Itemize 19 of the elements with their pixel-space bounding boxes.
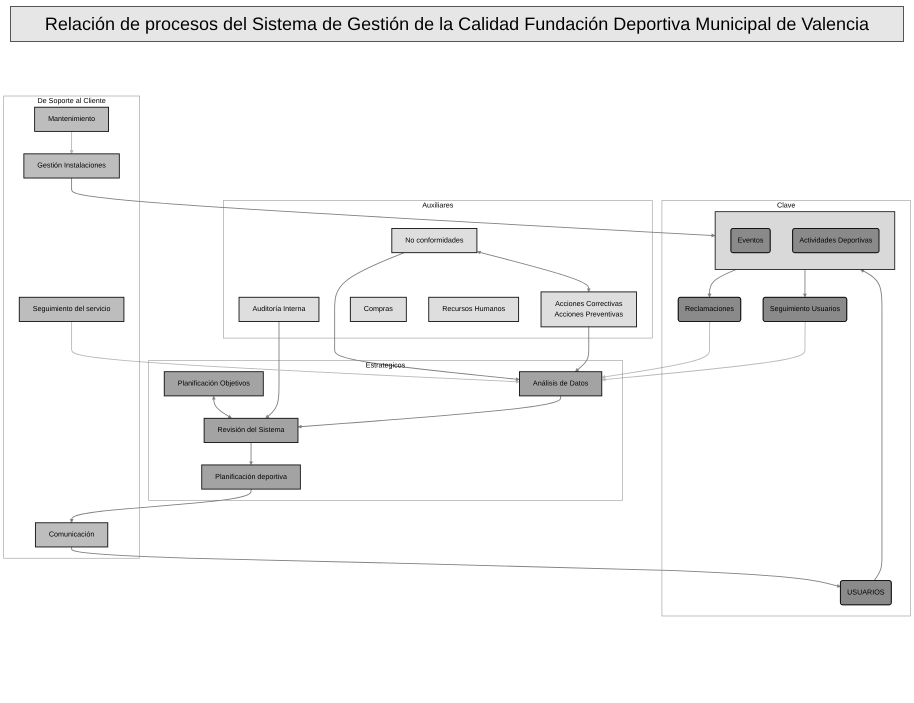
arrow — [71, 546, 841, 588]
arrow — [334, 252, 520, 382]
cluster — [714, 211, 896, 270]
arrow — [249, 442, 254, 466]
arrow — [71, 321, 520, 384]
arrow — [265, 321, 280, 418]
arrow — [70, 488, 252, 523]
arrow — [70, 130, 74, 154]
arrow — [298, 395, 562, 429]
arrow — [212, 396, 232, 418]
arrow — [860, 269, 882, 582]
arrow — [71, 178, 716, 238]
arrow — [602, 321, 710, 379]
arrow — [575, 326, 590, 372]
arrow — [708, 269, 737, 298]
arrow — [476, 250, 591, 292]
arrow — [802, 269, 807, 298]
arrow — [602, 321, 806, 382]
title: Relación de procesos del Sistema de Gestión de la Calidad Fundación Deportiva Municipal de Valencia — [10, 6, 904, 42]
